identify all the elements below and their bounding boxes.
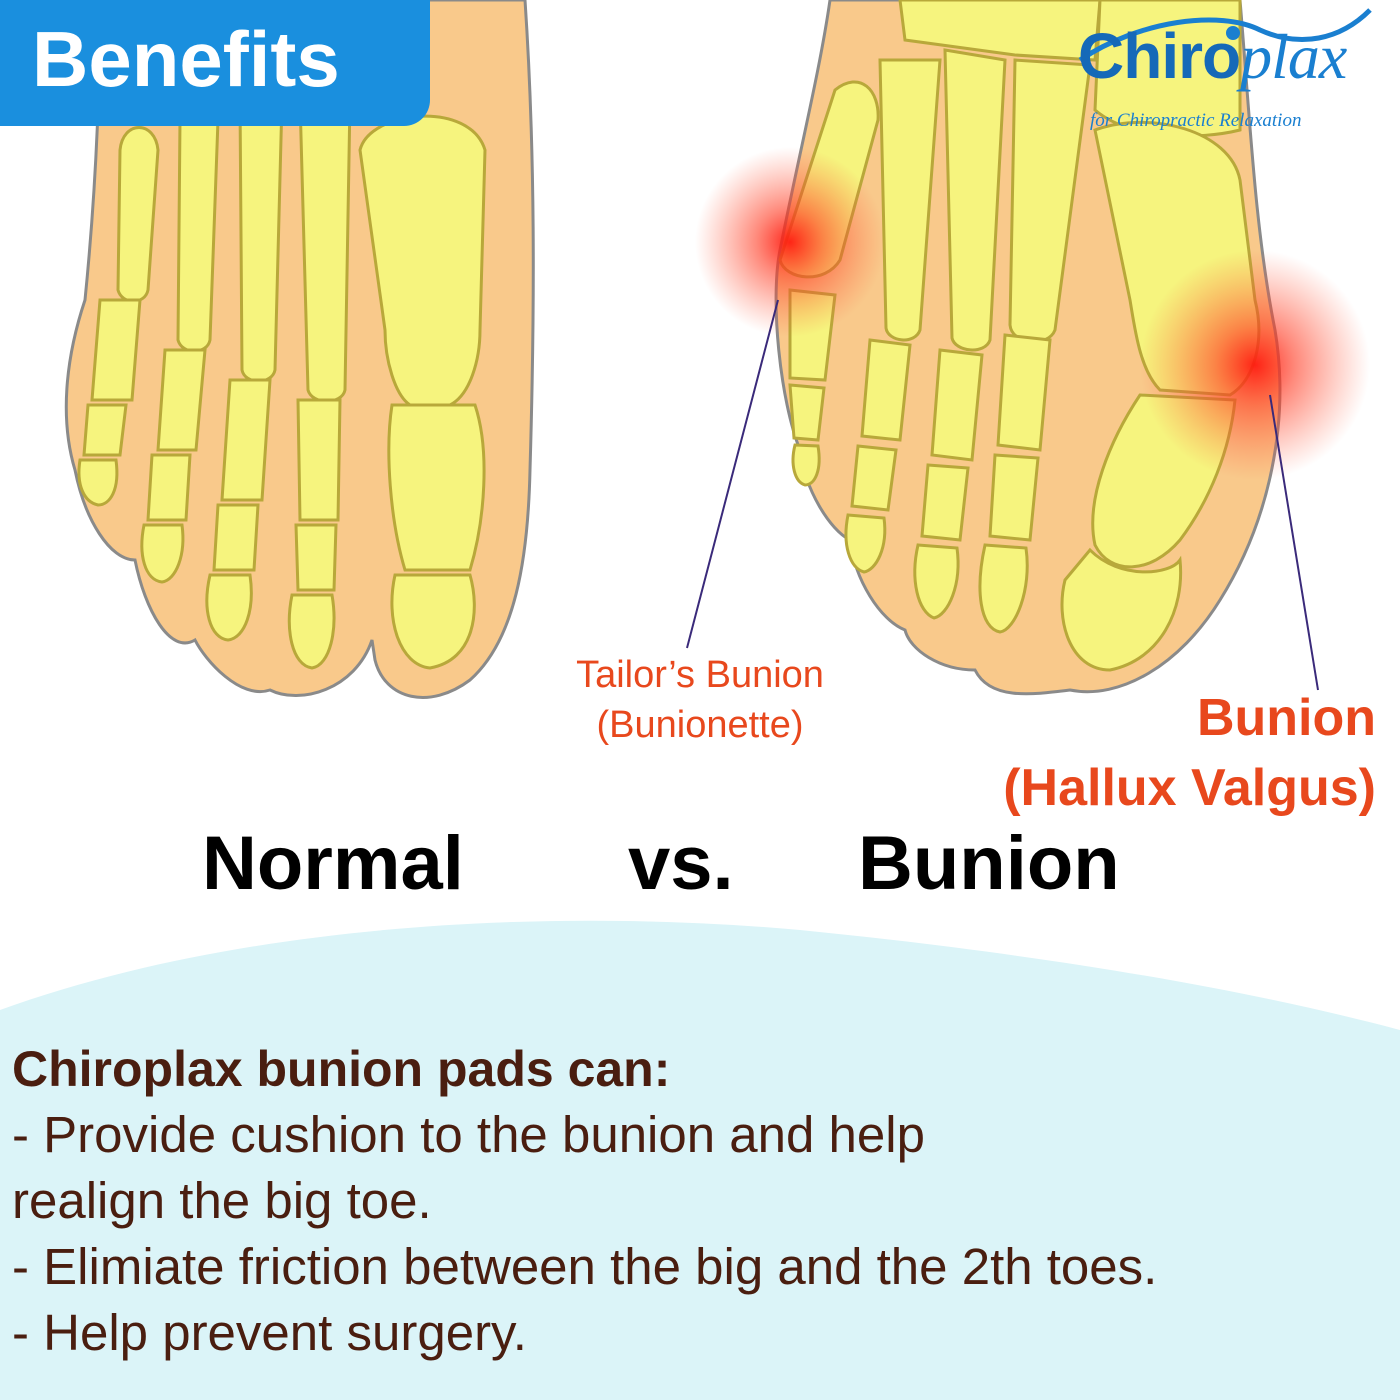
bunion-pointer: [1269, 394, 1319, 691]
benefits-title: Chiroplax bunion pads can:: [12, 1041, 671, 1097]
benefit-item: - Provide cushion to the bunion and help…: [12, 1106, 925, 1229]
benefits-badge: Benefits: [0, 0, 430, 126]
comparison-normal: Normal: [202, 821, 464, 906]
tailors-bunion-glow: [695, 147, 885, 337]
logo-tagline: for Chiropractic Relaxation: [1090, 110, 1302, 131]
logo-dot: [1226, 26, 1240, 40]
tailors-bunion-label: Tailor’s Bunion (Bunionette): [555, 650, 845, 750]
benefit-item: - Elimiate friction between the big and …: [12, 1238, 1158, 1295]
normal-foot-bones: [77, 76, 487, 670]
comparison-bunion: Bunion: [858, 821, 1120, 906]
logo-word-part1: Chiro: [1078, 20, 1241, 92]
brand-logo: Chiroplax: [1078, 21, 1347, 92]
bunion-label: Bunion (Hallux Valgus): [1003, 683, 1376, 823]
benefits-list: Chiroplax bunion pads can: - Provide cus…: [12, 1036, 1157, 1366]
bunion-label-line1: Bunion: [1196, 689, 1376, 747]
logo-word-part2: plax: [1240, 21, 1347, 92]
tailors-bunion-label-line2: (Bunionette): [596, 704, 804, 746]
comparison-vs: vs.: [628, 821, 734, 906]
tailors-bunion-pointer: [686, 299, 779, 649]
bunion-glow: [1140, 250, 1370, 480]
tailors-bunion-label-line1: Tailor’s Bunion: [576, 654, 824, 696]
bunion-label-line2: (Hallux Valgus): [1003, 759, 1376, 817]
logo-swoosh: [1078, 8, 1372, 63]
background-wave: [0, 920, 1400, 1400]
badge-label: Benefits: [32, 15, 340, 103]
benefit-item: - Help prevent surgery.: [12, 1304, 527, 1361]
